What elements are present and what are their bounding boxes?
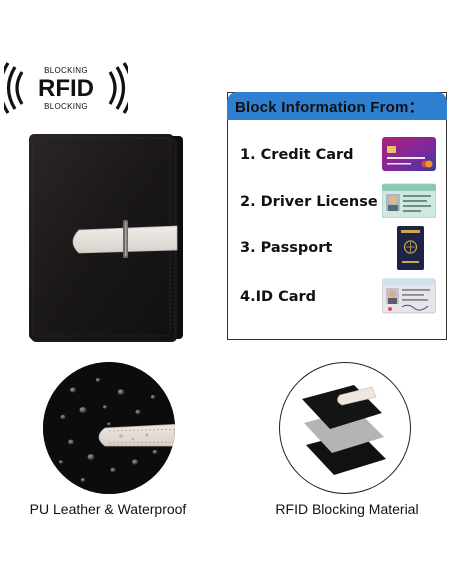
item-label: 3. Passport <box>240 240 333 256</box>
item-label: 1. Credit Card <box>240 147 354 163</box>
feature-caption-material: RFID Blocking Material <box>275 501 419 517</box>
wallet-image <box>29 134 183 342</box>
logo-bottom-text: BLOCKING <box>44 102 88 111</box>
item-label: 2. Driver License <box>240 194 378 210</box>
layered-material-image <box>279 362 411 494</box>
list-item-credit-card: 1. Credit Card <box>240 135 440 181</box>
logo-main-text: RFID <box>38 75 94 102</box>
block-information-panel: Block Information From： 1. Credit Card 2… <box>227 92 447 340</box>
logo-top-text: BLOCKING <box>44 66 88 75</box>
driver-license-icon <box>382 183 436 218</box>
signal-waves-icon <box>4 62 128 114</box>
item-label: 4.ID Card <box>240 289 317 305</box>
list-item-id-card: 4.ID Card <box>240 277 440 323</box>
leather-droplets-image <box>43 362 175 494</box>
list-item-driver-license: 2. Driver License <box>240 182 440 228</box>
feature-caption-leather: PU Leather & Waterproof <box>29 501 187 517</box>
id-card-icon <box>382 278 436 314</box>
panel-title: Block Information From： <box>235 98 424 116</box>
passport-icon <box>397 226 424 270</box>
credit-card-icon <box>382 137 436 171</box>
list-item-passport: 3. Passport <box>240 226 440 274</box>
rfid-blocking-logo: BLOCKING RFID BLOCKING <box>4 60 128 116</box>
panel-header: Block Information From： <box>227 92 447 120</box>
